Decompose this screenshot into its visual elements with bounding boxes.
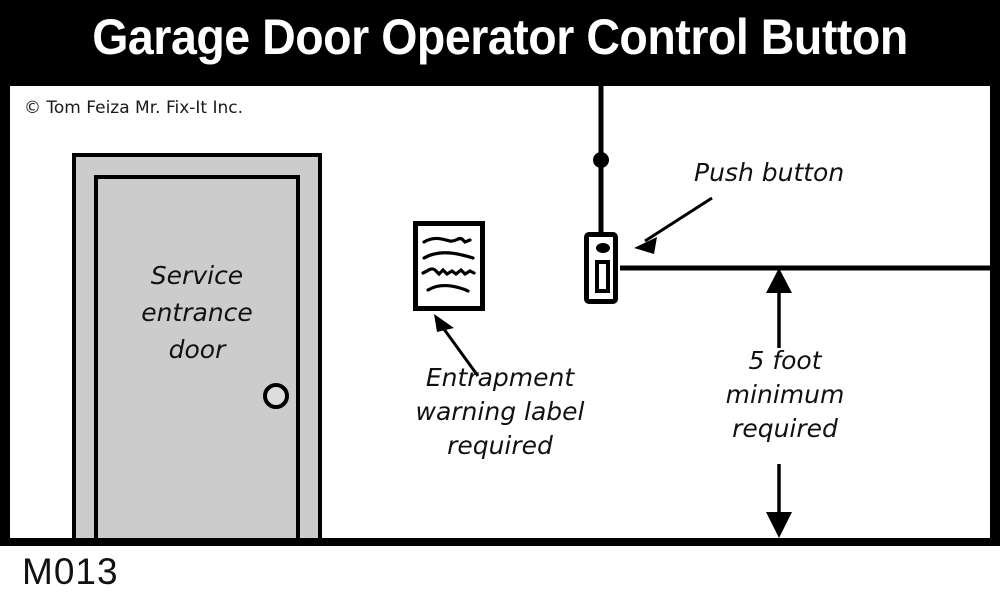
clearance-arrow-up-head: [766, 268, 792, 293]
page-title: Garage Door Operator Control Button: [92, 9, 908, 65]
door-label-line-1: Service: [150, 261, 244, 290]
warning-label-squiggles: [421, 236, 476, 293]
clearance-arrow-down-head: [766, 512, 792, 538]
door-label-line-2: entrance: [141, 298, 253, 327]
entrapment-annotation-line-2: warning label: [415, 397, 585, 426]
entrapment-warning-label: [413, 221, 485, 311]
push-button-housing[interactable]: [584, 232, 618, 304]
service-door-panel: Service entrance door: [94, 175, 300, 538]
clearance-annotation-line-1: 5 foot: [748, 346, 822, 375]
push-button-annotation: Push button: [694, 156, 844, 190]
clearance-annotation-line-2: minimum: [725, 380, 845, 409]
wire-connector-dot: [593, 152, 609, 168]
button-switch-icon[interactable]: [595, 260, 610, 293]
service-door-frame: Service entrance door: [72, 153, 322, 538]
push-button-annotation-text: Push button: [694, 158, 845, 187]
door-label-line-3: door: [168, 335, 226, 364]
illustration-frame: © Tom Feiza Mr. Fix-It Inc. Service entr…: [0, 78, 1000, 546]
push-button-leader-arrowhead: [634, 237, 657, 254]
title-bar: Garage Door Operator Control Button: [0, 0, 1000, 78]
warning-label-leader-arrowhead: [434, 314, 454, 332]
service-door-label: Service entrance door: [98, 257, 296, 368]
copyright-notice: © Tom Feiza Mr. Fix-It Inc.: [24, 98, 244, 118]
entrapment-annotation-line-1: Entrapment: [425, 363, 575, 392]
door-knob-icon: [263, 383, 289, 409]
illustration-canvas: © Tom Feiza Mr. Fix-It Inc. Service entr…: [10, 86, 990, 538]
clearance-annotation: 5 foot minimum required: [700, 344, 870, 446]
entrapment-annotation: Entrapment warning label required: [395, 361, 605, 463]
push-button-leader-line: [644, 196, 713, 243]
clearance-annotation-line-3: required: [732, 414, 838, 443]
button-indicator-light-icon: [596, 243, 610, 253]
figure-reference-code: M013: [22, 551, 119, 592]
entrapment-annotation-line-3: required: [447, 431, 553, 460]
